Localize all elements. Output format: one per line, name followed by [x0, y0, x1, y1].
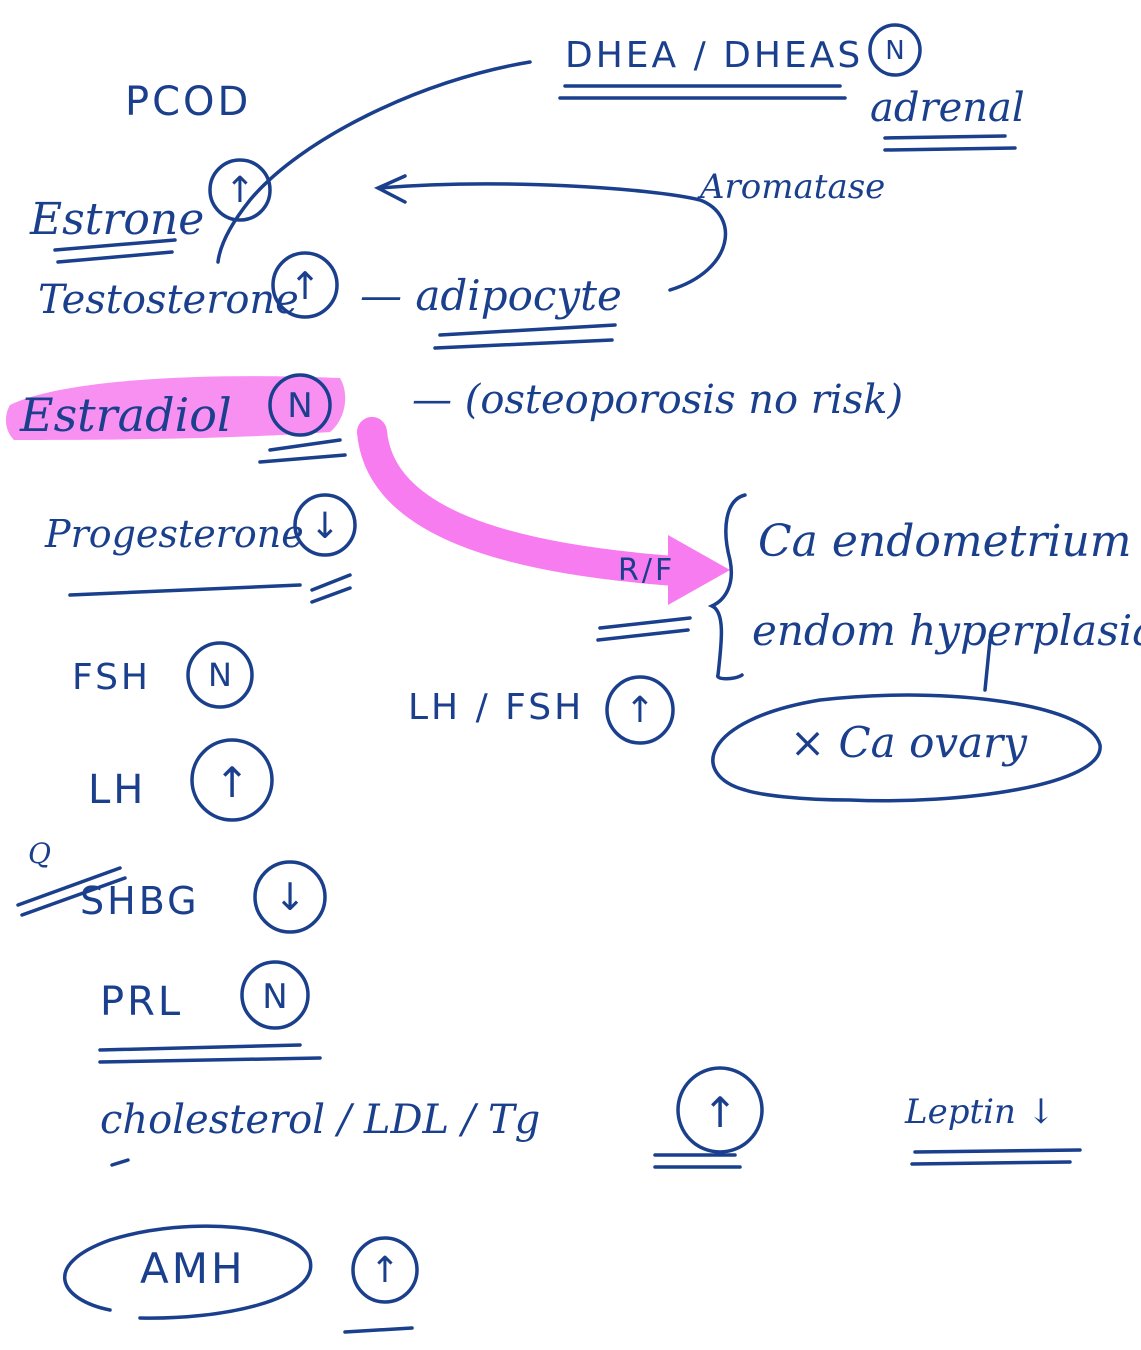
lh-fsh-label: LH / FSH [408, 687, 585, 728]
progesterone-underline-1 [68, 583, 302, 597]
adrenal-label: adrenal [870, 85, 1025, 131]
progesterone-badge-circle [293, 493, 357, 557]
progesterone-underline-2 [310, 573, 352, 592]
amh-ellipse [62, 1224, 313, 1320]
prl-badge-circle [240, 960, 310, 1030]
estradiol-badge: N [287, 386, 313, 426]
amh-label: AMH [140, 1244, 246, 1293]
osteoporosis-label: — (osteoporosis no risk) [412, 377, 904, 423]
aromatase-arrow-head [373, 174, 407, 204]
rf-label: R/F [618, 553, 676, 588]
endom-hyperplasia-label: endom hyperplasia [752, 606, 1141, 655]
progesterone-badge: ↓ [309, 506, 341, 547]
estradiol-badge-circle [268, 373, 332, 437]
leptin-underline-1 [913, 1148, 1082, 1154]
prl-underline-1 [98, 1043, 302, 1052]
dhea-badge: N [885, 36, 905, 66]
prl-underline-2 [98, 1056, 322, 1064]
lh-badge: ↑ [214, 758, 250, 807]
shbg-mark-line-2 [20, 876, 127, 917]
estradiol-underline-1 [268, 438, 342, 452]
shbg-label: SHBG [80, 879, 200, 923]
adrenal-underline-2 [883, 146, 1017, 152]
hyperplasia-tick [983, 638, 992, 692]
aromatase-label: Aromatase [700, 167, 886, 207]
fsh-label: FSH [72, 657, 151, 698]
shbg-badge-circle [253, 860, 327, 934]
shbg-mark: Q [28, 837, 51, 870]
shbg-badge: ↓ [274, 875, 306, 919]
leptin-label: Leptin ↓ [905, 1092, 1056, 1132]
estradiol-label: Estradiol [20, 388, 232, 442]
estradiol-underline-2 [258, 453, 347, 464]
estrone-underline-1 [53, 238, 177, 252]
fsh-badge-circle [186, 641, 254, 709]
prl-label: PRL [100, 979, 184, 1025]
amh-badge: ↑ [369, 1250, 401, 1291]
dhea-to-testosterone-line [216, 60, 532, 264]
cholesterol-tick [110, 1158, 130, 1167]
lipids-badge: ↑ [702, 1088, 738, 1137]
lh-fsh-badge: ↑ [624, 690, 656, 731]
ca-ovary-label: × Ca ovary [790, 718, 1027, 767]
estrone-badge: ↑ [224, 170, 256, 211]
estrone-badge-circle [208, 158, 272, 222]
ca-endometrium-label: Ca endometrium [758, 516, 1132, 567]
estrone-underline-2 [56, 250, 174, 264]
aromatase-arrow [378, 182, 728, 292]
rf-underline-1 [598, 616, 692, 630]
amh-badge-underline [343, 1326, 414, 1334]
progesterone-label: Progesterone [45, 512, 304, 556]
progesterone-underline-3 [310, 586, 352, 604]
adrenal-underline-1 [883, 134, 1007, 140]
risk-arrow-head [668, 535, 730, 605]
shbg-mark-line-1 [16, 866, 122, 907]
leptin-underline-2 [910, 1160, 1072, 1166]
lh-badge-circle [190, 738, 274, 822]
lh-fsh-badge-circle [605, 675, 675, 745]
lh-label: LH [88, 767, 147, 813]
estradiol-highlight [5, 376, 346, 440]
dhea-badge-circle [868, 23, 922, 77]
adipocyte-label: — adipocyte [360, 271, 622, 320]
lipids-badge-circle [676, 1066, 764, 1154]
adipocyte-underline-2 [433, 338, 614, 350]
testosterone-badge: ↑ [289, 264, 321, 308]
rf-underline-2 [596, 628, 690, 642]
prl-badge: N [262, 977, 288, 1017]
fsh-badge: N [208, 656, 232, 694]
adipocyte-underline-1 [438, 323, 617, 337]
ca-ovary-ellipse [711, 693, 1102, 803]
dhea-label: DHEA / DHEAS [565, 35, 864, 76]
testosterone-badge-circle [271, 251, 339, 319]
lipids-label: cholesterol / LDL / Tg [100, 1097, 541, 1143]
testosterone-label: Testosterone [38, 277, 299, 323]
risk-arrow-shaft [357, 417, 705, 587]
title-pcod: PCOD [125, 79, 252, 125]
risk-brace [707, 493, 747, 681]
estrone-label: Estrone [30, 194, 205, 245]
amh-badge-circle [351, 1236, 419, 1304]
